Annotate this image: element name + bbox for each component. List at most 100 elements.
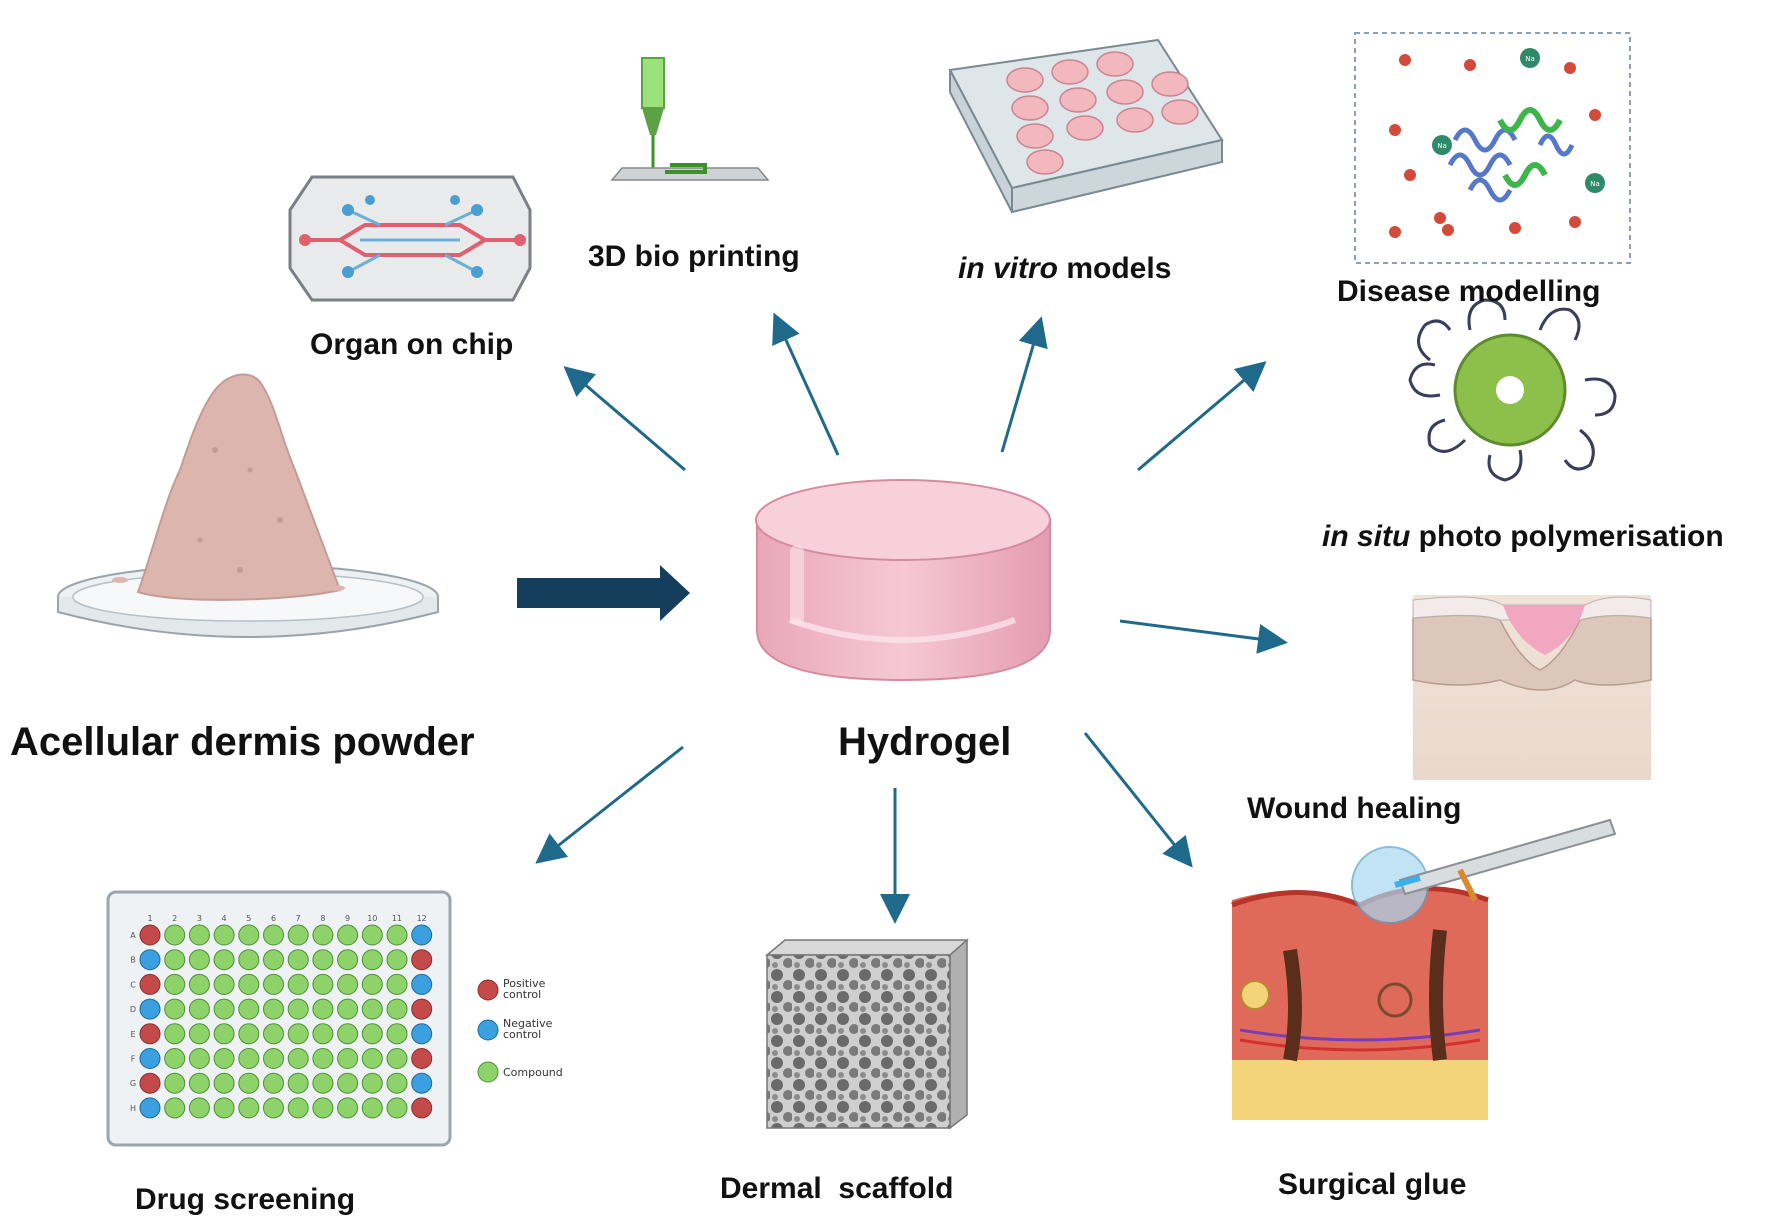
plate-well [139,973,161,995]
surgical-glue-illustration [1231,818,1617,1120]
polymer-illustration [1408,298,1617,482]
plate-well [386,998,408,1020]
in-situ-italic: in situ [1322,520,1411,553]
hydrogel-illustration [755,479,1051,682]
plate-well [213,1048,235,1069]
plate-well [188,949,210,971]
dermal-scaffold-illustration [764,938,969,1130]
plate-well [263,1023,284,1045]
plate-well [361,949,383,971]
plate-well [238,1048,260,1069]
plate-well [337,924,359,946]
plate-well [139,1072,161,1094]
plate-well [188,1023,210,1045]
plate-well [164,998,186,1020]
main-arrow [517,565,690,621]
plate-well [213,949,235,971]
plate-well [312,973,334,995]
plate-well [238,998,260,1020]
plate-well [411,1097,433,1119]
legend-negative-line1: Negative [503,1017,553,1030]
plate-well [263,949,284,971]
plate-well [411,924,433,946]
water-molecules [1389,54,1601,238]
organ-on-chip-label: Organ on chip [310,328,514,361]
plate-well [361,1023,383,1045]
plate-well [238,949,260,971]
plate-well [312,998,334,1020]
plate-well [386,973,408,995]
plate-well [188,973,210,995]
wound-healing-label: Wound healing [1247,792,1462,825]
organ-on-chip-illustration [288,175,532,302]
plate-legend: Positive control Negative control Compou… [477,977,563,1083]
arrow-to-bioprinting [772,312,840,456]
plate-well [238,973,260,995]
arrow-to-organ-on-chip [563,366,686,472]
plate-well [164,973,186,995]
in-situ-label: in situ photo polymerisation [1322,520,1724,554]
arrow-to-disease-modelling [1137,361,1267,472]
in-vitro-label: in vitro models [958,252,1171,286]
plate-column-label: 3 [197,914,202,923]
legend-positive-line1: Positive [503,977,546,990]
plate-well [188,1048,210,1069]
disease-modelling-label: Disease modelling [1337,275,1601,308]
plate-well [386,1023,408,1045]
plate-well [263,998,284,1020]
protein-structure [1447,127,1575,203]
plate-well [213,1097,235,1119]
source-label: Acellular dermis powder [10,720,475,764]
plate-well [287,924,309,946]
plate-column-label: 5 [246,914,251,923]
plate-well [337,1072,359,1094]
plate-well [287,1097,309,1119]
in-situ-rest: photo polymerisation [1410,520,1724,553]
legend-compound-dot [477,1061,499,1083]
plate-well [263,1097,284,1119]
plate-well [411,1072,433,1094]
plate-well [312,1072,334,1094]
wound-healing-illustration [1412,595,1652,780]
plate-well [287,973,309,995]
petri-dish-powder-illustration [57,373,439,638]
plate-well [238,924,260,946]
plate-well [213,973,235,995]
well-plate-illustration [948,38,1224,214]
plate-wells [139,924,433,1119]
plate-well [337,998,359,1020]
plate-row-label: B [130,956,136,965]
plate-well [361,1048,383,1069]
plate-row-label: D [130,1005,136,1014]
plate-column-label: 11 [392,914,402,923]
plate-well [411,1023,433,1045]
plate-well [386,1048,408,1069]
plate-well [263,1048,284,1069]
plate-well [312,924,334,946]
plate-well [337,1023,359,1045]
plate-well [386,949,408,971]
plate-well [287,1023,309,1045]
na-label-2: Na [1437,142,1447,150]
plate-column-label: 12 [417,914,427,923]
plate-well [361,1072,383,1094]
arrow-to-wound-healing [1119,619,1288,654]
in-vitro-italic: in vitro [958,252,1059,285]
na-label-1: Na [1525,55,1535,63]
legend-negative-dot [477,1019,499,1041]
plate-well [386,1072,408,1094]
plate-well [238,1023,260,1045]
plate-well [386,1097,408,1119]
plate-well [238,1072,260,1094]
sodium-ions [1432,48,1605,193]
plate-well [164,1048,186,1069]
plate-column-label: 10 [367,914,377,923]
plate-row-label: A [130,931,136,940]
plate-row-label: H [130,1104,136,1113]
plate-well [188,1097,210,1119]
plate-column-label: 4 [222,914,227,923]
plate-well [312,1097,334,1119]
